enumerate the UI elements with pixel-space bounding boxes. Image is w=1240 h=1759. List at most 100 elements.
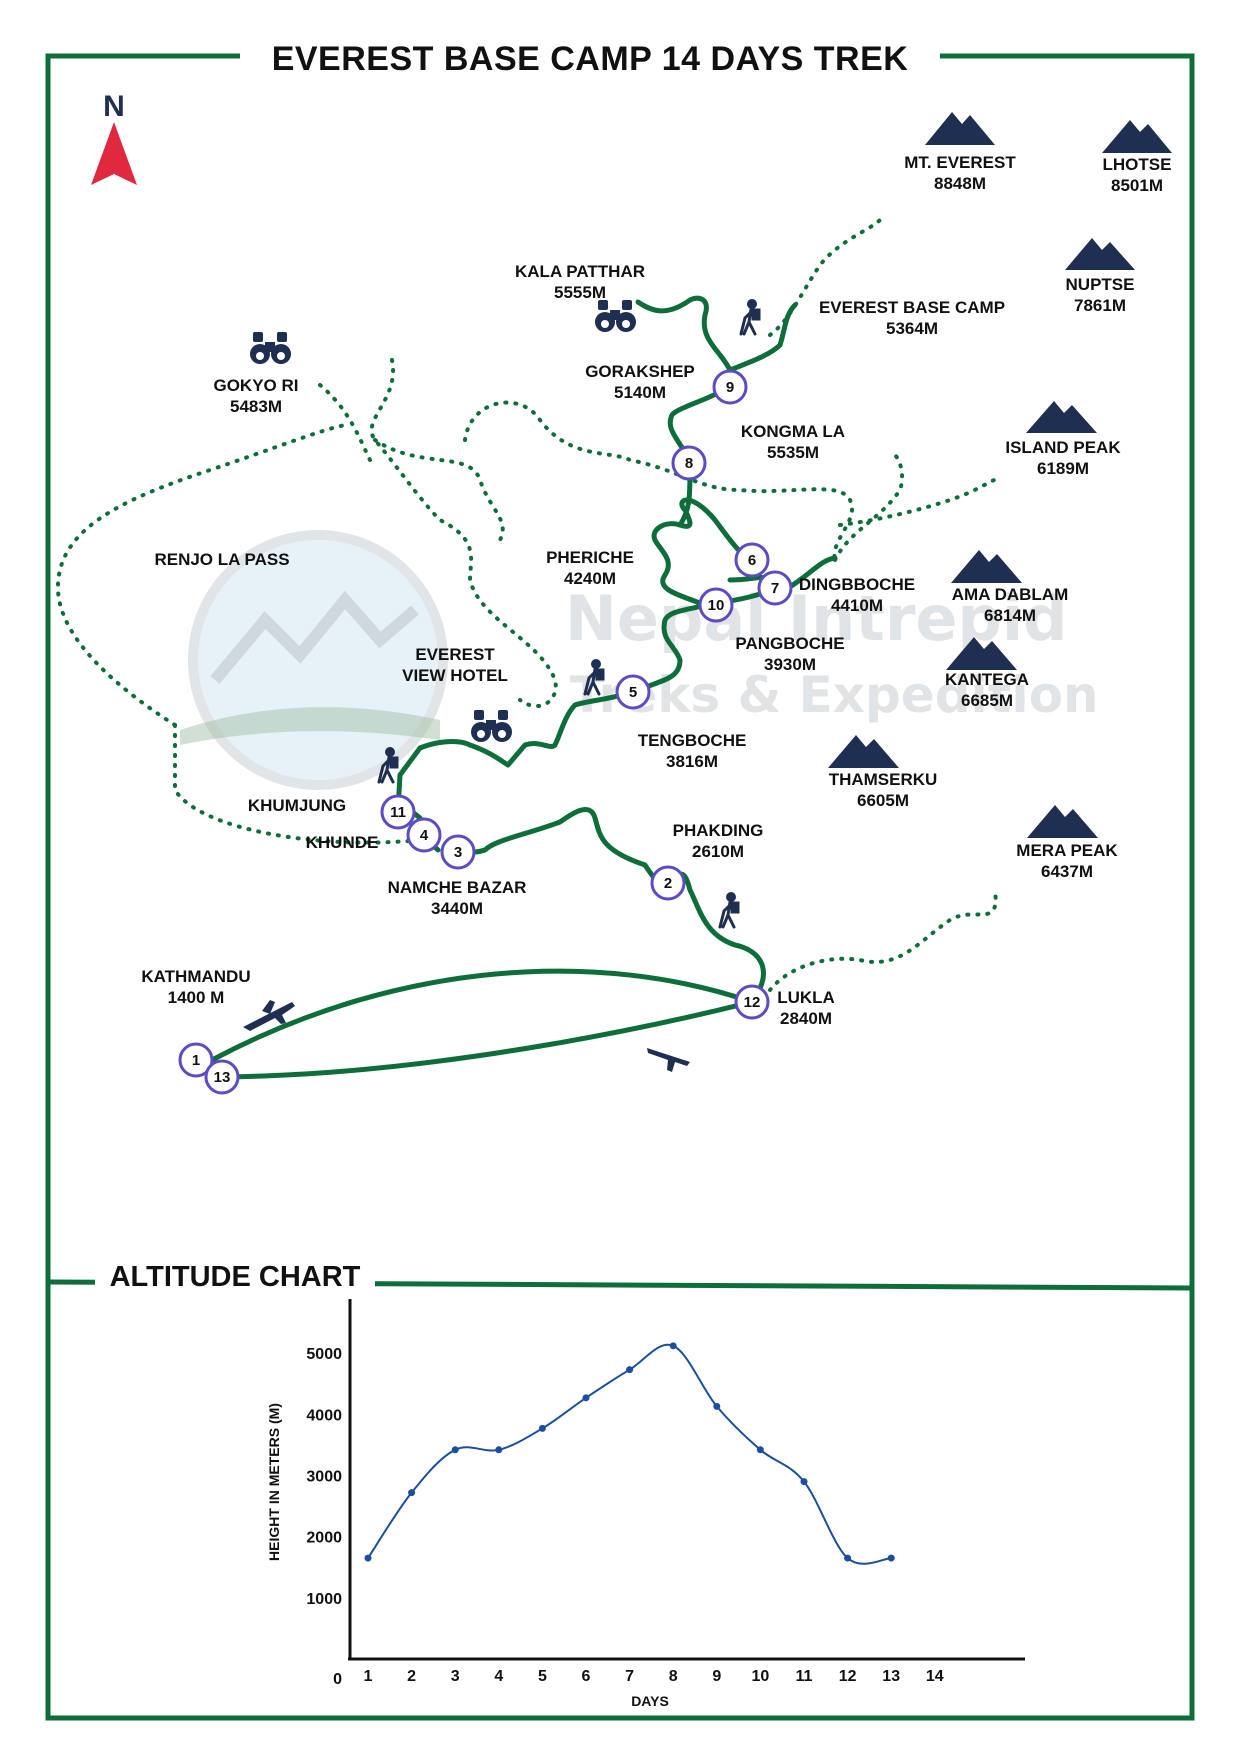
place-name-lhotse: LHOTSE xyxy=(1103,155,1172,174)
binoculars-icon xyxy=(250,332,291,364)
route-tengboche-pangboche xyxy=(631,602,708,695)
x-tick-5: 5 xyxy=(538,1668,547,1685)
stop-node-5 xyxy=(615,674,651,710)
place-name-mera-peak: MERA PEAK xyxy=(1016,841,1118,860)
stop-node-9 xyxy=(712,369,748,405)
route-lukla-namche xyxy=(455,807,766,1005)
place-name-khunde: KHUNDE xyxy=(306,833,379,852)
altitude-point-day-1 xyxy=(364,1554,372,1562)
place-name-everest-view-hotel: EVEREST xyxy=(415,645,495,664)
binoculars-icon xyxy=(471,710,512,742)
altitude-series-line xyxy=(367,1343,892,1565)
mountain-icon xyxy=(925,112,995,145)
watermark-circle-icon xyxy=(188,530,448,790)
side-trails xyxy=(55,218,1002,992)
x-tick-2: 2 xyxy=(407,1668,416,1685)
stop-node-4 xyxy=(406,817,442,853)
altitude-chart: HEIGHT IN METERS (M) DAYS 01000200030004… xyxy=(266,1285,1025,1709)
place-altitude-kala-patthar: 5555M xyxy=(554,283,606,302)
place-name-namche-bazar: NAMCHE BAZAR xyxy=(388,878,527,897)
mountain-icon xyxy=(1065,238,1135,270)
altitude-points xyxy=(364,1342,895,1562)
place-altitude-namche-bazar: 3440M xyxy=(431,899,483,918)
place-name-kala-patthar: KALA PATTHAR xyxy=(515,262,645,281)
altitude-point-day-7 xyxy=(626,1366,634,1374)
compass-letter: N xyxy=(103,90,125,123)
x-tick-8: 8 xyxy=(669,1668,678,1685)
trail-mera-peak xyxy=(768,888,998,992)
place-name-renjo-la-pass: RENJO LA PASS xyxy=(154,550,289,569)
place-name-thamserku: THAMSERKU xyxy=(829,770,938,789)
stop-number-6: 6 xyxy=(748,552,756,569)
y-tick-1000: 1000 xyxy=(306,1591,342,1608)
x-tick-10: 10 xyxy=(752,1668,770,1685)
binoculars-icon xyxy=(595,300,636,332)
x-tick-3: 3 xyxy=(451,1668,460,1685)
mountain-icon xyxy=(1027,805,1098,838)
place-labels: MT. EVEREST8848MLHOTSE8501MNUPTSE7861MIS… xyxy=(141,153,1171,1028)
x-tick-14: 14 xyxy=(926,1668,944,1685)
altitude-point-day-13 xyxy=(887,1554,895,1562)
x-tick-1: 1 xyxy=(364,1668,373,1685)
airplane-icon xyxy=(243,1000,295,1031)
place-name-gokyo-ri: GOKYO RI xyxy=(213,376,298,395)
altitude-point-day-6 xyxy=(582,1394,590,1402)
stop-number-7: 7 xyxy=(771,580,779,597)
stop-node-11 xyxy=(380,794,416,830)
altitude-point-day-4 xyxy=(495,1446,503,1454)
stop-number-3: 3 xyxy=(454,844,462,861)
place-altitude-pangboche: 3930M xyxy=(764,655,816,674)
place-altitude-phakding: 2610M xyxy=(692,842,744,861)
x-tick-11: 11 xyxy=(796,1668,813,1685)
hiker-icon xyxy=(718,892,740,929)
watermark-hill-icon xyxy=(180,707,440,745)
place-altitude-gorakshep: 5140M xyxy=(614,383,666,402)
place-altitude-nuptse: 7861M xyxy=(1074,296,1126,315)
stop-node-2 xyxy=(650,865,686,901)
place-name-nuptse: NUPTSE xyxy=(1066,275,1135,294)
trail-renjo-la xyxy=(55,423,347,727)
altitude-point-day-5 xyxy=(538,1424,546,1432)
place-altitude-kathmandu: 1400 M xyxy=(168,988,225,1007)
stop-number-13: 13 xyxy=(214,1069,231,1086)
place-name-lukla: LUKLA xyxy=(777,988,835,1007)
mountain-icons xyxy=(828,112,1172,838)
airplane-icon xyxy=(647,1048,690,1072)
x-axis-label: DAYS xyxy=(631,1693,669,1709)
x-tick-7: 7 xyxy=(625,1668,634,1685)
stop-node-7 xyxy=(757,570,793,606)
trail-gokyo-ri xyxy=(318,383,372,462)
compass: N xyxy=(91,90,137,185)
place-altitude-gokyo-ri: 5483M xyxy=(230,397,282,416)
x-tick-4: 4 xyxy=(494,1668,503,1685)
stop-number-11: 11 xyxy=(390,804,406,821)
stop-node-8 xyxy=(671,445,707,481)
route-gorakshep-kala-patthar xyxy=(635,295,733,373)
hiker-icon xyxy=(583,659,605,696)
place-name-kongma-la: KONGMA LA xyxy=(741,422,845,441)
watermark-logo: Nepal Intrepid Treks & Expedition xyxy=(180,530,1099,790)
stop-number-10: 10 xyxy=(708,597,725,614)
x-tick-12: 12 xyxy=(839,1668,857,1685)
place-altitude-lhotse: 8501M xyxy=(1111,176,1163,195)
place-name-pangboche: PANGBOCHE xyxy=(735,634,844,653)
place-altitude-kongma-la: 5535M xyxy=(767,443,819,462)
stop-node-13 xyxy=(204,1059,240,1095)
trail-khunde xyxy=(173,723,422,845)
trail-island-peak xyxy=(838,476,1002,527)
place-altitude-mera-peak: 6437M xyxy=(1041,862,1093,881)
mountain-icon xyxy=(951,550,1022,583)
y-tick-3000: 3000 xyxy=(306,1469,342,1486)
route-gorakshep-base-camp xyxy=(727,302,798,373)
x-tick-13: 13 xyxy=(882,1668,900,1685)
stop-node-1 xyxy=(178,1042,214,1078)
altitude-point-day-8 xyxy=(669,1342,677,1350)
place-name-kathmandu: KATHMANDU xyxy=(141,967,250,986)
altitude-point-day-3 xyxy=(451,1446,459,1454)
place-altitude-thamserku: 6605M xyxy=(857,791,909,810)
watermark-mountain-icon xyxy=(210,590,419,684)
hiker-icons xyxy=(377,299,761,929)
hiker-icon xyxy=(377,747,399,784)
